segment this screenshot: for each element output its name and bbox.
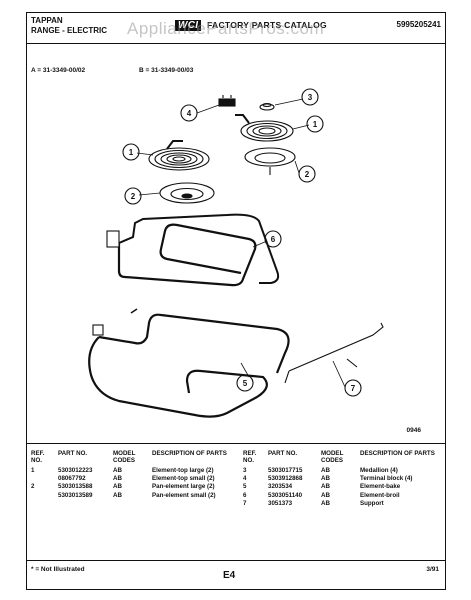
table-row: 2 5303013588 AB Pan-element large (2): [31, 483, 215, 491]
header-ref: REF. NO.: [243, 450, 257, 464]
drip-pan-right: [244, 147, 296, 175]
table-row: 1 5303012223 AB Element-top large (2): [31, 467, 214, 474]
callout-4: 4: [187, 109, 192, 118]
not-illustrated-note: * = Not Illustrated: [31, 566, 85, 573]
callout-6: 6: [271, 235, 276, 244]
callout-2-left: 2: [131, 192, 136, 201]
header-desc: DESCRIPTION OF PARTS: [152, 450, 227, 457]
catalog-title: FACTORY PARTS CATALOG: [207, 20, 327, 30]
table-row: 08067792 AB Element-top small (2): [58, 475, 215, 483]
table-row: 5 3203534 AB Element-bake: [243, 483, 401, 491]
revision-date: 3/91: [426, 566, 439, 573]
callout-5: 5: [243, 379, 248, 388]
support-rod: [284, 322, 384, 384]
product-type: RANGE - ELECTRIC: [31, 26, 107, 35]
table-row: 7 3051373 AB Support: [243, 499, 384, 507]
wci-logo: WCI: [175, 20, 202, 31]
table-row: 4 5303912868 AB Terminal block (4): [243, 475, 413, 483]
parts-table-right: REF. NO. PART NO. MODEL CODES DESCRIPTIO…: [243, 450, 443, 508]
footer-rule: [27, 560, 445, 561]
header-brand-block: TAPPAN RANGE - ELECTRIC: [31, 16, 107, 36]
header-rule: [27, 43, 445, 44]
header-desc: DESCRIPTION OF PARTS: [360, 450, 435, 457]
bake-element: [88, 308, 290, 418]
parts-table-left: REF. NO. PART NO. MODEL CODES DESCRIPTIO…: [31, 450, 237, 500]
callout-7: 7: [351, 384, 356, 393]
table-row: 5303013589 AB Pan-element small (2): [58, 491, 216, 499]
header-part: PART NO.: [268, 450, 298, 457]
catalog-number: 5995205241: [396, 20, 442, 29]
callout-1-right: 1: [313, 120, 318, 129]
table-row: 3 5303017715 AB Medallion (4): [243, 467, 398, 474]
surface-element-large-left: [148, 140, 210, 171]
header-ref: REF. NO.: [31, 450, 45, 464]
table-row: 6 5303051140 AB Element-broil: [243, 491, 400, 499]
model-a: A = 31-3349-00/02: [31, 67, 86, 74]
diagram-code: 0946: [406, 427, 421, 434]
catalog-title-block: WCI FACTORY PARTS CATALOG: [175, 20, 327, 31]
header-model: MODEL CODES: [321, 450, 344, 464]
header-model: MODEL CODES: [113, 450, 136, 464]
page-number: E4: [223, 570, 236, 581]
parts-catalog-page: TAPPAN RANGE - ELECTRIC WCI FACTORY PART…: [26, 12, 446, 590]
surface-element-small-right: [235, 114, 294, 142]
terminal-block: [218, 95, 236, 107]
medallion: [259, 102, 275, 111]
exploded-parts-diagram: 1 2 3 4 1 2 5 6 7: [88, 88, 384, 418]
callout-1-left: 1: [129, 148, 134, 157]
header-part: PART NO.: [58, 450, 88, 457]
callout-2-right: 2: [305, 170, 310, 179]
drip-pan-left: [159, 182, 215, 204]
model-b: B = 31-3349-00/03: [139, 67, 194, 74]
broil-element: [106, 213, 280, 287]
callout-3: 3: [308, 93, 313, 102]
brand-name: TAPPAN: [31, 16, 63, 25]
table-rule: [27, 443, 445, 444]
